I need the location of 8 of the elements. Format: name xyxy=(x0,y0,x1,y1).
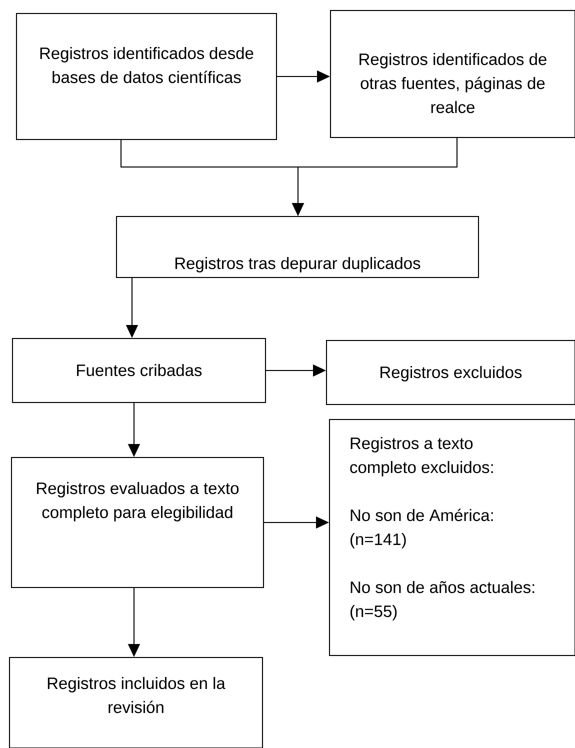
exclusion-box: Registros a texto completo excluidos: No son de América: (n=141) No son de años actuales: (n=55) xyxy=(329,419,575,656)
process-box: Registros tras depurar duplicados xyxy=(116,216,479,278)
process-box: Registros identificados desde bases de datos científicas xyxy=(16,13,277,140)
process-box: Registros identificados de otras fuentes, páginas de realce xyxy=(330,10,575,138)
process-box: Registros evaluados a texto completo para elegibilidad xyxy=(11,457,264,588)
process-box: Registros excluidos xyxy=(326,340,575,405)
process-box: Registros incluidos en la revisión xyxy=(9,657,263,748)
process-box: Fuentes cribadas xyxy=(12,338,266,403)
